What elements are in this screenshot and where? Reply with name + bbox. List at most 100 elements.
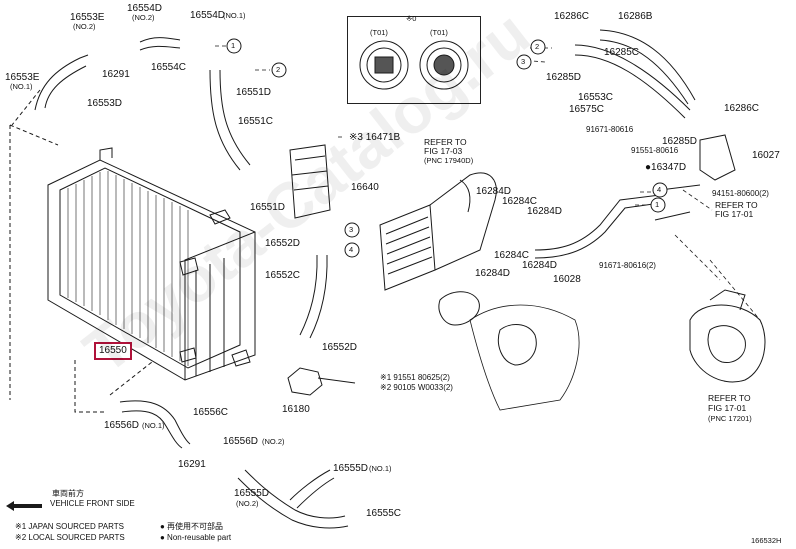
- inset-drawing: [359, 40, 469, 90]
- label-16550-highlight[interactable]: 16550: [94, 342, 132, 360]
- callout-3: 3: [349, 225, 354, 234]
- label-94151: 94151-80600(2): [712, 189, 769, 198]
- radiator-guide-dashed: [9, 89, 59, 400]
- callout-2: 2: [276, 65, 281, 74]
- hose-16556C: [119, 400, 191, 449]
- label-16555D-bottom-note: (NO.2): [236, 499, 259, 508]
- label-16554D-right-note: (NO.1): [223, 11, 246, 20]
- label-16555C: 16555C: [366, 508, 402, 519]
- label-16575C: 16575C: [569, 104, 605, 115]
- ref-center-line2: FIG 17-03: [424, 146, 463, 156]
- label-16284D-d: 16284D: [522, 260, 558, 271]
- label-16556C: 16556C: [193, 407, 229, 418]
- hose-16553D: [34, 54, 89, 111]
- label-16554D-top-note: (NO.2): [132, 13, 155, 22]
- label-91551-top: 91551-80616: [631, 146, 679, 155]
- legend-note2: ※2 LOCAL SOURCED PARTS: [15, 533, 125, 542]
- radiator-drawing: [47, 147, 256, 381]
- label-bolt-1: ※1 91551 80625(2): [380, 373, 450, 382]
- label-16286C-right: 16286C: [724, 103, 760, 114]
- label-16291-bottom: 16291: [178, 459, 206, 470]
- label-16552D-bottom: 16552D: [322, 342, 358, 353]
- label-16553E-top-note: (NO.2): [73, 22, 96, 31]
- label-16556D-right: 16556D: [223, 436, 259, 447]
- bracket-16027: [699, 134, 736, 181]
- label-16285D-mid: 16285D: [662, 136, 698, 147]
- callout-4: 4: [349, 245, 354, 254]
- label-16471B: ※3 16471B: [349, 132, 401, 143]
- label-16556D: 16556D: [104, 420, 140, 431]
- hose-16551C: [209, 69, 251, 171]
- callout-1b: 1: [655, 200, 660, 209]
- hose-16554C: [139, 37, 181, 51]
- callout-circles: [226, 38, 668, 258]
- label-16027: 16027: [752, 150, 780, 161]
- legend-note1-jp: ● 再使用不可部品: [160, 522, 224, 531]
- callout-2b: 2: [535, 42, 540, 51]
- label-16551C: 16551C: [238, 116, 274, 127]
- label-16640: 16640: [351, 182, 379, 193]
- callout-3b: 3: [521, 57, 526, 66]
- ref-bottom-line1: REFER TO: [708, 393, 751, 403]
- callout-4b: 4: [657, 185, 662, 194]
- label-16554D-top: 16554D: [127, 3, 163, 14]
- inset-right-code: (T01): [430, 28, 448, 37]
- label-16285D-top: 16285D: [546, 72, 582, 83]
- label-16284D-a: 16284D: [476, 186, 512, 197]
- ref-bottom-line3: (PNC 17201): [708, 414, 752, 423]
- label-16553C: 16553C: [578, 92, 614, 103]
- hose-16286B: [599, 29, 696, 105]
- label-16553D: 16553D: [87, 98, 123, 109]
- inset-marker: ※0: [406, 14, 417, 23]
- ref-bottom-line2: FIG 17-01: [708, 403, 747, 413]
- legend-direction-en: VEHICLE FRONT SIDE: [50, 499, 135, 508]
- label-16285C: 16285C: [604, 47, 640, 58]
- diagram-code: 166532H: [751, 536, 782, 545]
- water-outlet: [287, 367, 323, 396]
- label-16551D-top: 16551D: [236, 87, 272, 98]
- callout-1: 1: [231, 41, 236, 50]
- label-16556D-right-note: (NO.2): [262, 437, 285, 446]
- label-16284C-b: 16284C: [494, 250, 530, 261]
- label-16284C-a: 16284C: [502, 196, 538, 207]
- turbo-drawing: [689, 289, 766, 383]
- ref-17-01-top-line2: FIG 17-01: [715, 209, 754, 219]
- front-dashed: [74, 339, 181, 413]
- intercooler-drawing: [379, 172, 497, 326]
- label-16286B: 16286B: [618, 11, 653, 22]
- label-16552D-top: 16552D: [265, 238, 301, 249]
- label-16555D-right-note: (NO.1): [369, 464, 392, 473]
- ref-17-01-top-line1: REFER TO: [715, 200, 758, 210]
- label-16291-top: 16291: [102, 69, 130, 80]
- reservoir: [289, 144, 331, 219]
- pipe-16028: [534, 194, 661, 259]
- engine-outline: [469, 304, 580, 411]
- label-16556D-note: (NO.1): [142, 421, 165, 430]
- inset-left-code: (T01): [370, 28, 388, 37]
- label-16028: 16028: [553, 274, 581, 285]
- label-16553E-left: 16553E: [5, 72, 40, 83]
- label-16555D-right: 16555D: [333, 463, 369, 474]
- front-arrow-icon: [6, 498, 42, 511]
- label-16554C: 16554C: [151, 62, 187, 73]
- label-16284D-b: 16284D: [527, 206, 563, 217]
- label-16553E-left-note: (NO.1): [10, 82, 33, 91]
- hose-16285C: [574, 44, 691, 119]
- label-16551D-mid: 16551D: [250, 202, 286, 213]
- ref-center-line3: (PNC 17940D): [424, 156, 474, 165]
- label-16347D: ●16347D: [645, 162, 687, 173]
- legend-direction-jp: 車両前方: [52, 489, 84, 498]
- ref-center-line1: REFER TO: [424, 137, 467, 147]
- label-16553E-top: 16553E: [70, 12, 105, 23]
- label-16180: 16180: [282, 404, 310, 415]
- label-16555D-bottom: 16555D: [234, 488, 270, 499]
- hose-16555C-lower: [289, 469, 335, 509]
- hose-16552C: [299, 254, 328, 339]
- legend-note2-right: ● Non-reusable part: [160, 533, 232, 542]
- label-bolt-2: ※2 90105 W0033(2): [380, 383, 453, 392]
- hose-16555C: [237, 469, 349, 529]
- label-91671-top: 91671-80616: [586, 125, 634, 134]
- label-16552C: 16552C: [265, 270, 301, 281]
